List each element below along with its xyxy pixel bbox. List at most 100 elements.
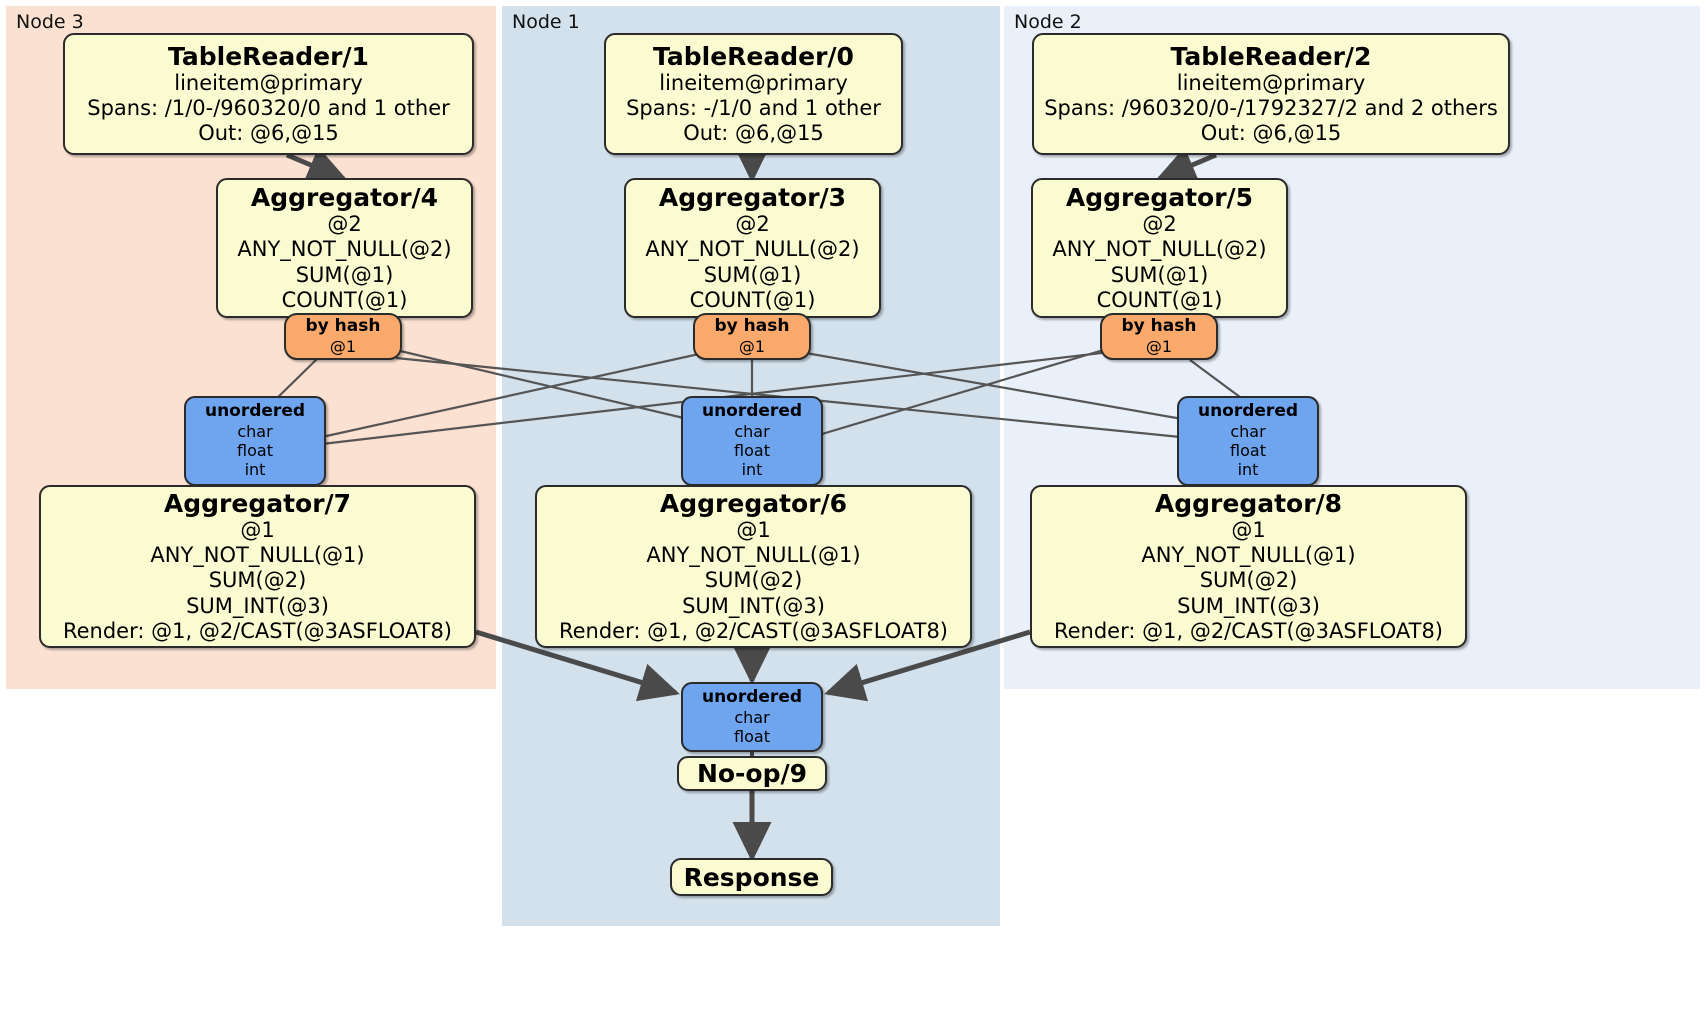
node-line: ANY_NOT_NULL(@1) [1141, 543, 1356, 568]
node-line: SUM_INT(@3) [186, 593, 329, 618]
node-line: Spans: /960320/0-/1792327/2 and 2 others [1044, 95, 1498, 120]
node-title: by hash [1121, 316, 1197, 337]
edge-hashC-unordR [799, 350, 1189, 422]
node-title: Aggregator/6 [659, 489, 848, 519]
node-aggregator-3[interactable]: Aggregator/3 @2 ANY_NOT_NULL(@2) SUM(@1)… [624, 178, 881, 318]
node-line: SUM(@2) [208, 568, 307, 593]
panel-node-2-label: Node 2 [1014, 11, 1082, 33]
node-title: Aggregator/8 [1154, 489, 1343, 519]
node-line: char [1230, 422, 1266, 442]
node-line: char [734, 707, 770, 727]
node-line: char [734, 422, 770, 442]
node-line: @2 [327, 212, 362, 237]
node-line: lineitem@primary [1176, 70, 1366, 95]
node-line: lineitem@primary [659, 70, 848, 95]
node-response[interactable]: Response [670, 858, 833, 896]
node-line: Spans: /1/0-/960320/0 and 1 other [87, 95, 450, 120]
node-sync-unordered-center[interactable]: unordered char float int [681, 396, 823, 486]
node-tablereader-2[interactable]: TableReader/2 lineitem@primary Spans: /9… [1032, 33, 1510, 155]
node-line: ANY_NOT_NULL(@1) [646, 543, 861, 568]
node-line: ANY_NOT_NULL(@1) [150, 543, 365, 568]
node-title: TableReader/0 [653, 41, 854, 71]
node-aggregator-4[interactable]: Aggregator/4 @2 ANY_NOT_NULL(@2) SUM(@1)… [216, 178, 473, 318]
edge-hashL-unordL [271, 357, 319, 404]
node-sync-unordered-final[interactable]: unordered char float [681, 682, 823, 752]
node-line: @1 [240, 518, 275, 543]
node-aggregator-8[interactable]: Aggregator/8 @1 ANY_NOT_NULL(@1) SUM(@2)… [1030, 485, 1467, 648]
node-line: Out: @6,@15 [198, 121, 339, 146]
node-line: @1 [329, 336, 357, 356]
node-line: SUM(@1) [1110, 262, 1209, 287]
node-line: float [734, 726, 770, 746]
node-line: SUM_INT(@3) [682, 593, 825, 618]
node-line: char [237, 422, 273, 442]
node-line: SUM(@1) [703, 262, 802, 287]
edge-agg8-final [824, 629, 1031, 702]
node-tablereader-1[interactable]: TableReader/1 lineitem@primary Spans: /1… [63, 33, 474, 155]
node-line: lineitem@primary [174, 70, 363, 95]
node-title: No-op/9 [696, 759, 808, 788]
edge-hashR-unordC [811, 346, 1111, 439]
node-line: COUNT(@1) [689, 287, 816, 312]
node-router-by-hash-left[interactable]: by hash @1 [284, 313, 402, 360]
node-line: int [1237, 460, 1259, 480]
node-line: @1 [1145, 336, 1173, 356]
panel-node-1-label: Node 1 [512, 11, 580, 33]
node-title: Aggregator/3 [658, 183, 847, 213]
node-line: ANY_NOT_NULL(@2) [237, 237, 452, 262]
node-noop-9[interactable]: No-op/9 [677, 756, 827, 791]
node-aggregator-5[interactable]: Aggregator/5 @2 ANY_NOT_NULL(@2) SUM(@1)… [1031, 178, 1288, 318]
node-line: float [734, 441, 770, 461]
node-title: unordered [701, 401, 803, 422]
edge-tr2-agg5 [1155, 147, 1217, 184]
node-line: Out: @6,@15 [1200, 121, 1342, 146]
edge-agg7-final [475, 629, 680, 702]
node-title: by hash [714, 316, 790, 337]
node-line: @1 [738, 336, 766, 356]
node-title: by hash [305, 316, 381, 337]
node-line: @2 [1142, 212, 1177, 237]
node-line: SUM(@1) [295, 262, 394, 287]
node-tablereader-0[interactable]: TableReader/0 lineitem@primary Spans: -/… [604, 33, 903, 155]
node-line: float [1230, 441, 1266, 461]
node-title: unordered [701, 686, 803, 707]
node-line: Render: @1, @2/CAST(@3ASFLOAT8) [62, 618, 453, 643]
node-title: TableReader/2 [1170, 41, 1372, 71]
edge-hashL-unordC [395, 348, 693, 422]
edge-hashR-unordR [1189, 359, 1249, 404]
node-title: Response [683, 862, 820, 892]
node-title: unordered [1197, 401, 1299, 422]
node-line: Out: @6,@15 [683, 121, 824, 146]
node-line: COUNT(@1) [281, 287, 408, 312]
edge-hashC-unordL [321, 350, 709, 439]
node-aggregator-7[interactable]: Aggregator/7 @1 ANY_NOT_NULL(@1) SUM(@2)… [39, 485, 476, 648]
node-line: ANY_NOT_NULL(@2) [645, 237, 860, 262]
node-line: @2 [735, 212, 770, 237]
node-line: Render: @1, @2/CAST(@3ASFLOAT8) [558, 618, 949, 643]
node-line: COUNT(@1) [1096, 287, 1223, 312]
node-title: unordered [204, 401, 306, 422]
node-line: ANY_NOT_NULL(@2) [1052, 237, 1267, 262]
node-router-by-hash-right[interactable]: by hash @1 [1100, 313, 1218, 360]
node-title: TableReader/1 [168, 41, 369, 71]
panel-node-3-label: Node 3 [16, 11, 84, 33]
node-line: Render: @1, @2/CAST(@3ASFLOAT8) [1053, 618, 1444, 643]
node-line: @1 [1231, 518, 1266, 543]
node-sync-unordered-right[interactable]: unordered char float int [1177, 396, 1319, 486]
node-line: @1 [736, 518, 771, 543]
node-sync-unordered-left[interactable]: unordered char float int [184, 396, 326, 486]
node-line: Spans: -/1/0 and 1 other [626, 95, 881, 120]
node-aggregator-6[interactable]: Aggregator/6 @1 ANY_NOT_NULL(@1) SUM(@2)… [535, 485, 972, 648]
node-title: Aggregator/5 [1065, 183, 1254, 213]
node-title: Aggregator/7 [163, 489, 352, 519]
node-line: SUM(@2) [1199, 568, 1298, 593]
node-line: SUM(@2) [704, 568, 803, 593]
node-line: SUM_INT(@3) [1177, 593, 1320, 618]
node-line: int [244, 460, 266, 480]
edge-tr1-agg4 [286, 147, 348, 184]
node-router-by-hash-center[interactable]: by hash @1 [693, 313, 811, 360]
node-line: int [741, 460, 763, 480]
node-title: Aggregator/4 [250, 183, 439, 213]
